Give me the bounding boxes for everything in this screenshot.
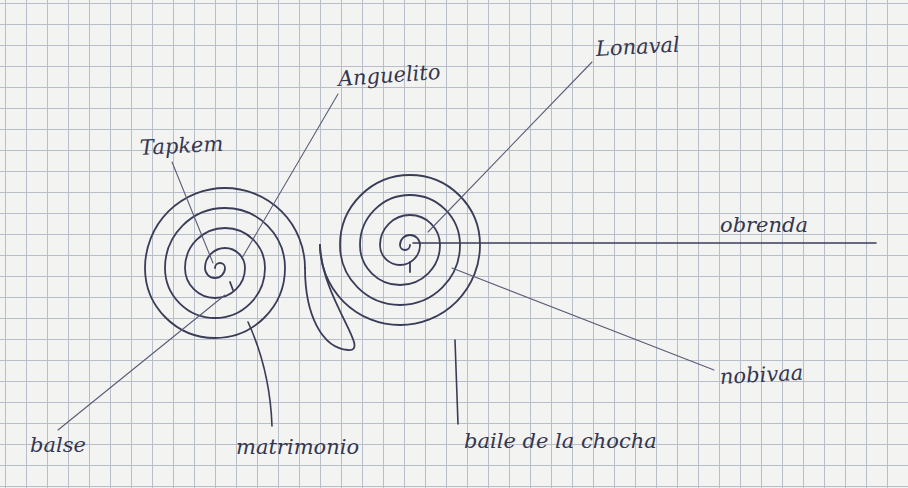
handwritten-label: Lonaval [595,32,680,62]
leader-line [428,62,592,232]
leader-line [413,242,876,244]
handwritten-label: balse [30,432,86,458]
leader-line [455,340,458,424]
handwritten-label: Anguelito [337,59,441,92]
handwritten-label: obrenda [720,212,808,238]
leader-line [172,162,213,263]
leader-line [242,94,338,258]
handwritten-label: matrimonio [236,434,359,460]
right-spiral [320,175,480,325]
leader-line [452,268,714,370]
s-curve [305,245,355,350]
handwritten-label: baile de la chocha [464,428,657,454]
left-spiral [145,188,305,338]
center-tick [230,262,410,290]
leader-line [58,295,225,430]
leader-line [248,322,272,426]
handwritten-label: nobivaa [719,360,803,390]
handwritten-label: Tapkem [139,131,224,161]
